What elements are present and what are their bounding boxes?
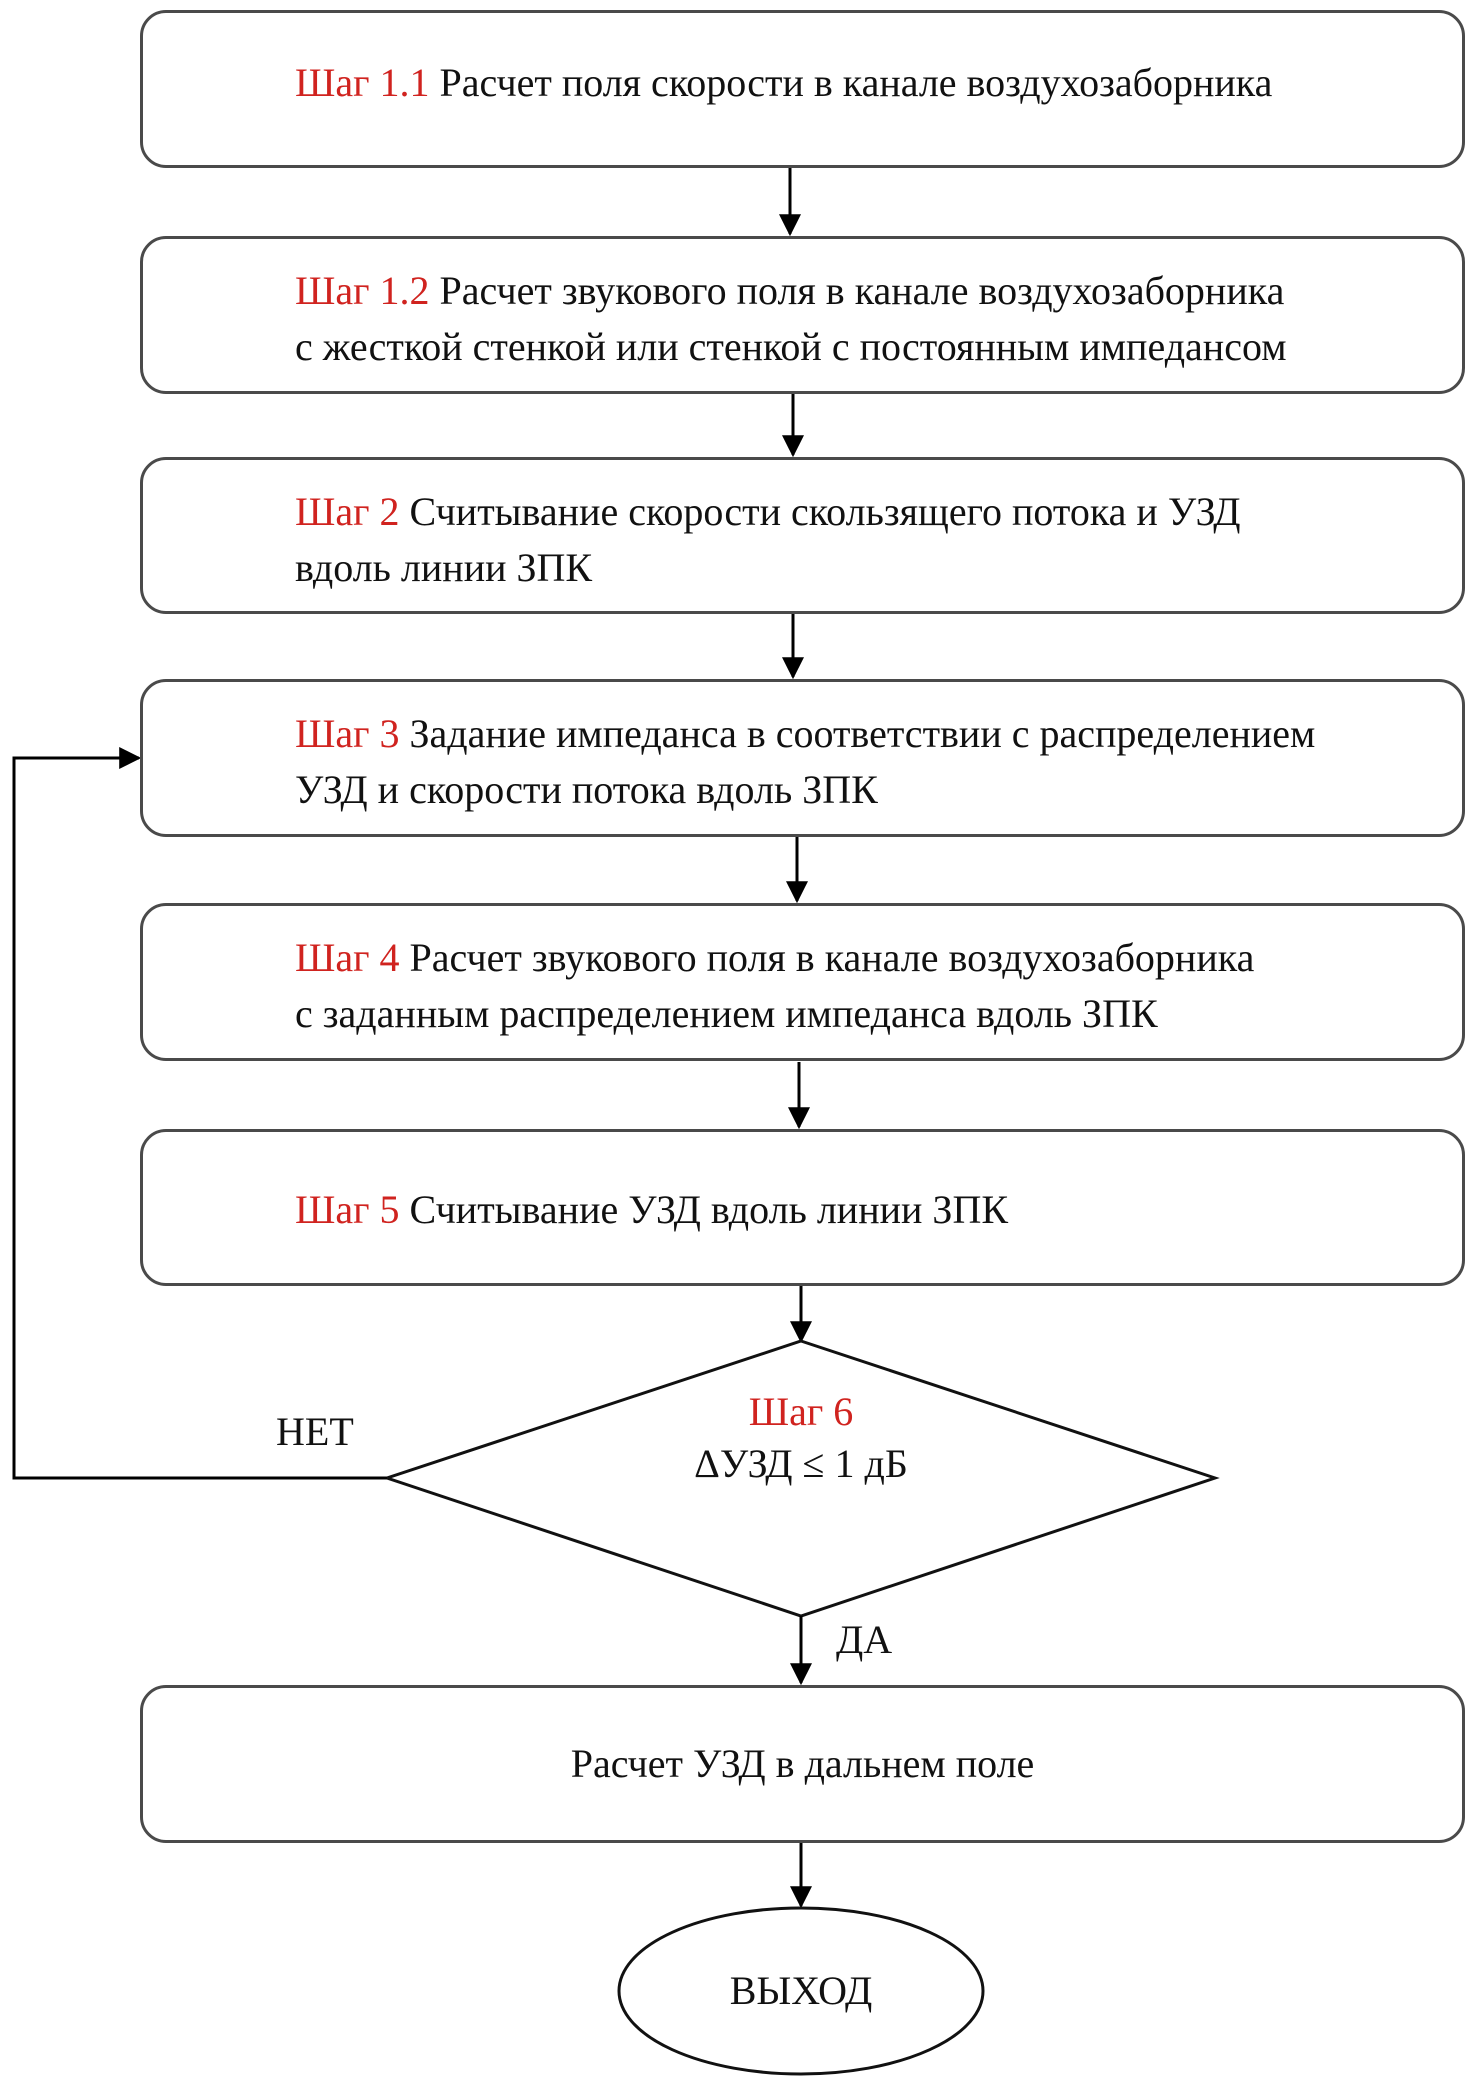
step-4-text: Шаг 4 Расчет звукового поля в канале воз… (295, 930, 1254, 1042)
step-2-box: Шаг 2 Считывание скорости скользящего по… (140, 457, 1465, 614)
step-line: Расчет поля скорости в канале воздухозаб… (439, 60, 1273, 105)
step-line: с жесткой стенкой или стенкой с постоянн… (295, 324, 1287, 369)
decision-condition: ΔУЗД ≤ 1 дБ (694, 1441, 908, 1486)
step-1-1-box: Шаг 1.1 Расчет поля скорости в канале во… (140, 10, 1465, 168)
exit-terminator (617, 1906, 985, 2076)
step-label: Шаг 3 (295, 711, 400, 756)
final-box-text: Расчет УЗД в дальнем поле (570, 1741, 1035, 1786)
step-2-text: Шаг 2 Считывание скорости скользящего по… (295, 484, 1241, 596)
decision-label: Шаг 6 (748, 1389, 854, 1434)
step-3-box: Шаг 3 Задание импеданса в соответствии с… (140, 679, 1465, 837)
step-line: УЗД и скорости потока вдоль ЗПК (295, 767, 878, 812)
step-line: Расчет звукового поля в канале воздухоза… (409, 935, 1255, 980)
step-3-text: Шаг 3 Задание импеданса в соответствии с… (295, 706, 1315, 818)
loop-back-line (12, 747, 387, 1480)
step-line: Задание импеданса в соответствии с распр… (409, 711, 1316, 756)
step-1-2-text: Шаг 1.2 Расчет звукового поля в канале в… (295, 263, 1287, 375)
exit-label: ВЫХОД (729, 1968, 873, 2013)
final-box: Расчет УЗД в дальнем поле (140, 1685, 1465, 1843)
step-line: вдоль линии ЗПК (295, 545, 593, 590)
step-line: Расчет звукового поля в канале воздухоза… (439, 268, 1285, 313)
step-5-box: Шаг 5 Считывание УЗД вдоль линии ЗПК (140, 1129, 1465, 1286)
decision-text: Шаг 6 ΔУЗД ≤ 1 дБ (587, 1386, 1015, 1490)
step-5-text: Шаг 5 Считывание УЗД вдоль линии ЗПК (295, 1182, 1008, 1238)
step-line: Считывание скорости скользящего потока и… (409, 489, 1241, 534)
step-label: Шаг 1.1 (295, 60, 430, 105)
branch-no-label: НЕТ (276, 1409, 354, 1454)
branch-yes-label: ДА (836, 1617, 893, 1662)
step-line: с заданным распределением импеданса вдол… (295, 991, 1158, 1036)
step-label: Шаг 5 (295, 1187, 400, 1232)
step-1-1-text: Шаг 1.1 Расчет поля скорости в канале во… (295, 55, 1272, 111)
step-line: Считывание УЗД вдоль линии ЗПК (409, 1187, 1009, 1232)
step-1-2-box: Шаг 1.2 Расчет звукового поля в канале в… (140, 236, 1465, 394)
step-4-box: Шаг 4 Расчет звукового поля в канале воз… (140, 903, 1465, 1061)
step-label: Шаг 2 (295, 489, 400, 534)
step-label: Шаг 1.2 (295, 268, 430, 313)
step-label: Шаг 4 (295, 935, 400, 980)
